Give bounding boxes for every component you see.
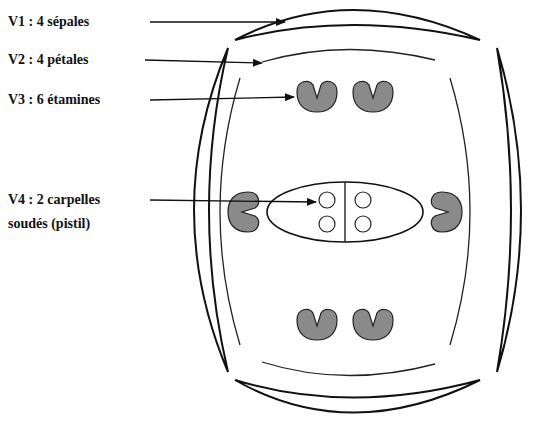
whorl-label: V1 : 4 sépales bbox=[8, 10, 143, 34]
whorl-label: V2 : 4 pétales bbox=[8, 48, 143, 72]
stamens bbox=[228, 81, 462, 340]
stamen bbox=[297, 309, 337, 340]
whorl-label: V3 : 6 étamines bbox=[8, 88, 148, 112]
ovule bbox=[355, 192, 371, 208]
stamen bbox=[353, 81, 393, 112]
stamen bbox=[431, 192, 462, 232]
whorl-label: V4 : 2 carpelles soudés (pistil) bbox=[8, 188, 133, 236]
ovule bbox=[355, 216, 371, 232]
sepal bbox=[497, 48, 521, 372]
septum bbox=[344, 182, 345, 242]
leader-arrow bbox=[145, 60, 262, 63]
leader-arrow bbox=[150, 21, 285, 22]
ovary bbox=[267, 182, 423, 242]
leader-arrow bbox=[150, 97, 294, 100]
petal bbox=[262, 362, 435, 376]
leader-arrows bbox=[145, 22, 316, 202]
stamen bbox=[297, 81, 337, 112]
ovule bbox=[319, 216, 335, 232]
ovule bbox=[319, 192, 335, 208]
sepals bbox=[194, 10, 521, 413]
stamen bbox=[228, 192, 259, 232]
pistil bbox=[267, 182, 423, 242]
sepal bbox=[235, 380, 480, 413]
sepal bbox=[235, 10, 480, 40]
petal bbox=[262, 49, 435, 62]
leader-arrow bbox=[150, 200, 316, 202]
sepal bbox=[194, 48, 228, 372]
stamen bbox=[353, 309, 393, 340]
